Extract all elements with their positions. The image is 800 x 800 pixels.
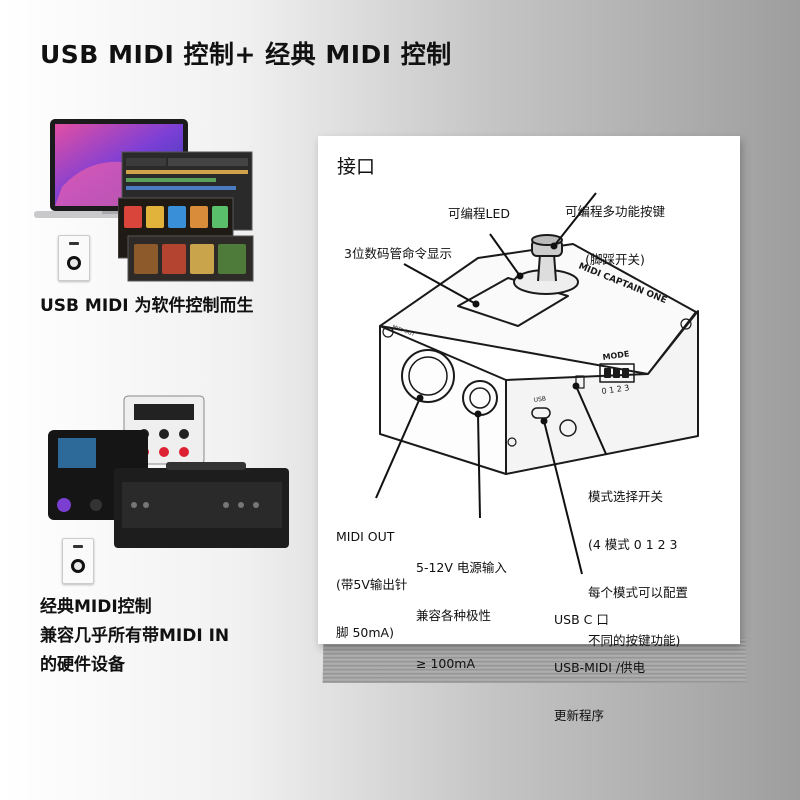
multi-key-label: 可编程多功能按键 (脚踩开关) [565, 172, 665, 284]
power-input-line: 5-12V 电源输入 [416, 560, 507, 575]
usb-c-line: USB-MIDI /供电 [554, 660, 646, 675]
midi-out-line: MIDI OUT [336, 529, 395, 544]
multi-key-label-line: 可编程多功能按键 [565, 204, 666, 219]
usb-midi-caption: USB MIDI 为软件控制而生 [40, 296, 254, 316]
midi-out-line: 脚 50mA) [336, 625, 394, 640]
mode-switch-line: (4 模式 0 1 2 3 [588, 537, 678, 552]
classic-midi-caption: 经典MIDI控制 兼容几乎所有带MIDI IN 的硬件设备 [40, 593, 229, 680]
led-label: 可编程LED [448, 206, 510, 221]
usb-c-line: USB C 口 [554, 612, 609, 627]
hardware-gear-image [48, 395, 289, 548]
diagram-title: 接口 [337, 156, 376, 178]
mode-switch-label: 模式选择开关 (4 模式 0 1 2 3 每个模式可以配置 不同的按键功能) [588, 457, 688, 665]
classic-caption-line: 兼容几乎所有带MIDI IN [40, 626, 230, 646]
mode-switch-line: 不同的按键功能) [588, 633, 681, 648]
mode-switch-line: 每个模式可以配置 [588, 585, 689, 600]
software-screens-image [118, 151, 254, 282]
device-mode-print: MODE [602, 349, 630, 362]
classic-caption-line: 经典MIDI控制 [40, 597, 152, 617]
page-headline: USB MIDI 控制+ 经典 MIDI 控制 [40, 40, 452, 69]
device-diagram: MIDI CAPTAIN ONE MODE 0 1 2 3 USB MIDI O… [375, 192, 699, 575]
device-usb-print: USB [533, 395, 546, 404]
midi-captain-thumbnail [62, 538, 94, 584]
power-input-line: ≥ 100mA [416, 656, 476, 671]
multi-key-label-sub: (脚踩开关) [585, 252, 645, 267]
usb-c-label: USB C 口 USB-MIDI /供电 更新程序 [554, 580, 645, 740]
display-label: 3位数码管命令显示 [344, 246, 452, 261]
power-input-line: 兼容各种极性 [416, 608, 492, 623]
usb-c-line: 更新程序 [554, 708, 605, 723]
midi-out-label: MIDI OUT (带5V输出针 脚 50mA) [336, 497, 407, 657]
midi-captain-thumbnail [58, 235, 90, 281]
midi-out-line: (带5V输出针 [336, 577, 408, 592]
classic-caption-line: 的硬件设备 [40, 655, 125, 675]
power-input-label: 5-12V 电源输入 兼容各种极性 ≥ 100mA [416, 528, 507, 688]
mode-switch-line: 模式选择开关 [588, 489, 664, 504]
device-mode-nums-print: 0 1 2 3 [601, 383, 630, 396]
